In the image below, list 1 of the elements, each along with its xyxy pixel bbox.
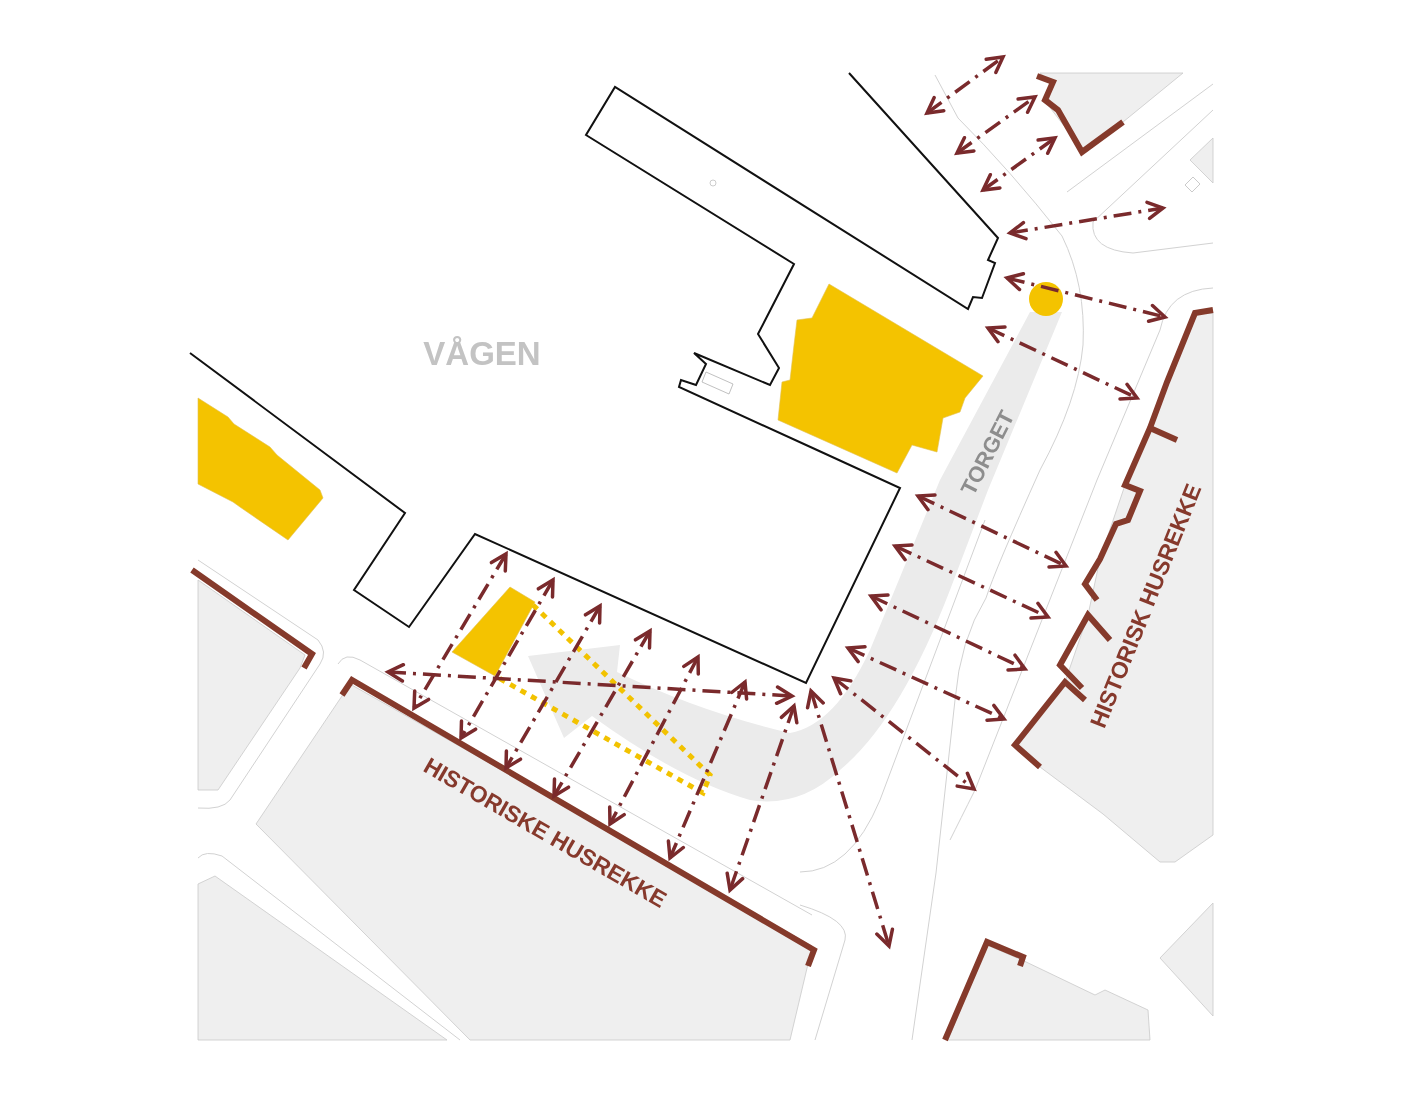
place-label: VÅGEN	[423, 336, 541, 370]
